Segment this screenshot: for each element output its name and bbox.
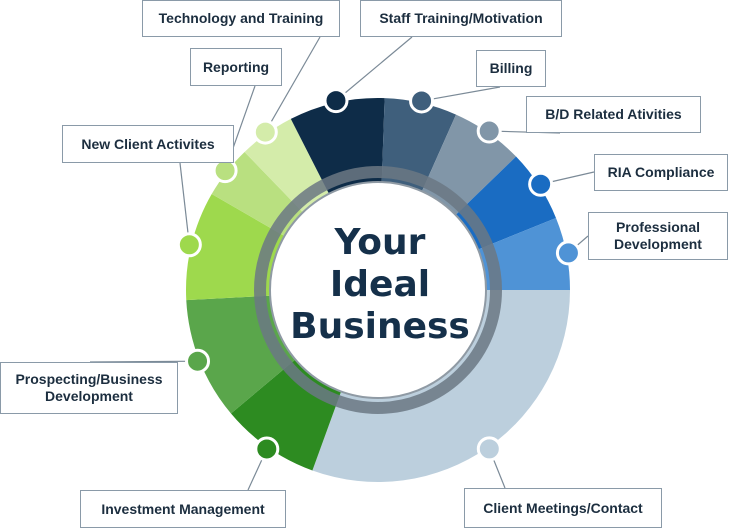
- label-bd-related-ativities: B/D Related Ativities: [526, 96, 701, 133]
- inner-ring: [254, 166, 502, 414]
- segment-marker-7: [409, 88, 435, 114]
- label-reporting: Reporting: [190, 48, 282, 86]
- label-client-meetings-contact: Client Meetings/Contact: [464, 488, 662, 528]
- label-technology-and-training: Technology and Training: [142, 0, 340, 37]
- label-ria-compliance: RIA Compliance: [594, 154, 728, 191]
- wheel-segment-10: [478, 217, 570, 290]
- segment-marker-0: [476, 436, 502, 462]
- segment-marker-3: [176, 232, 202, 258]
- center-title-line-2: Ideal: [329, 264, 431, 305]
- label-new-client-activites: New Client Activites: [62, 125, 234, 163]
- segment-marker-6: [323, 88, 349, 114]
- label-billing: Billing: [476, 50, 546, 87]
- leader-line-7: [421, 86, 501, 102]
- leader-line-6: [335, 36, 413, 102]
- leader-line-3: [179, 162, 190, 245]
- leader-line-5: [264, 36, 321, 133]
- segment-marker-10: [555, 240, 581, 266]
- label-investment-management: Investment Management: [80, 490, 286, 528]
- center-disc: [269, 181, 487, 399]
- label-staff-training-motivation: Staff Training/Motivation: [360, 0, 562, 37]
- segment-marker-2: [185, 348, 211, 374]
- segment-marker-9: [528, 171, 554, 197]
- segment-marker-1: [254, 436, 280, 462]
- leader-line-2: [89, 360, 198, 363]
- wheel-segment-7: [381, 98, 457, 192]
- center-title-line-3: Business: [290, 306, 470, 347]
- segment-marker-8: [476, 118, 502, 144]
- center-title-line-1: Your: [334, 222, 426, 263]
- segment-marker-5: [252, 119, 278, 145]
- label-prospecting-business-development: Prospecting/Business Development: [0, 362, 178, 414]
- center-title: Your Ideal Business: [280, 220, 480, 350]
- label-professional-development: Professional Development: [588, 212, 728, 260]
